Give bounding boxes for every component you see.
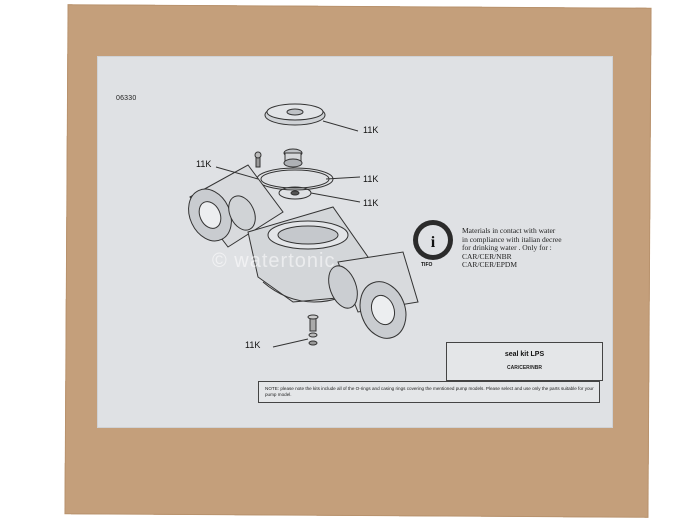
exploded-pump-drawing: i [188, 103, 453, 348]
part-code: 06330 [116, 95, 137, 102]
spec-line: Materials in contact with water [462, 226, 556, 235]
spec-line: in compliance with italian decree [462, 234, 562, 244]
callout-11k-top: 11K [363, 125, 379, 135]
seal-label: TIFO [421, 262, 433, 268]
callout-11k-seal: 11K [363, 198, 379, 208]
note-box: NOTE: please note the kits include all o… [258, 381, 600, 403]
kit-title: seal kit LPS [504, 351, 545, 358]
instruction-sheet: 06330 [97, 56, 613, 428]
callout-11k-left: 11K [196, 159, 212, 169]
callout-11k-oring: 11K [363, 174, 379, 184]
kit-materials: CAR/CER/NBR [507, 365, 542, 371]
spec-line: CAR/CER/EPDM [462, 260, 518, 269]
svg-text:i: i [431, 234, 436, 251]
spec-line: for drinking water . Only for : [462, 243, 552, 252]
spec-line: CAR/CER/NBR [462, 251, 512, 261]
material-compliance-text: Materials in contact with water in compl… [462, 226, 592, 270]
title-block: seal kit LPS CAR/CER/NBR [446, 342, 603, 381]
callout-11k-bottom: 11K [245, 340, 261, 350]
watermark: © watertonic [212, 250, 336, 272]
